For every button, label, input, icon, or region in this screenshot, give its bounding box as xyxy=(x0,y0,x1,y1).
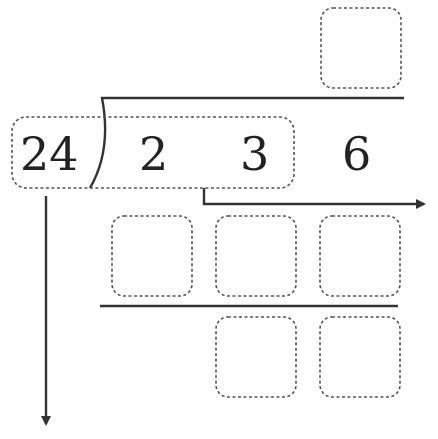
product-box-2[interactable] xyxy=(215,215,297,297)
product-box-1[interactable] xyxy=(111,215,193,297)
dividend-digit-2: 3 xyxy=(240,127,269,181)
dividend-digit-1: 2 xyxy=(139,127,168,181)
product-box-3[interactable] xyxy=(319,215,401,297)
dividend-digit-3: 6 xyxy=(342,127,371,181)
quotient-answer-box[interactable] xyxy=(320,7,402,89)
arrow-right-icon xyxy=(202,188,426,209)
divisor-text: 24 xyxy=(20,127,79,181)
division-bracket xyxy=(88,96,404,189)
remainder-box-1[interactable] xyxy=(215,316,297,398)
grouping-dashed-outline xyxy=(11,116,295,189)
remainder-box-2[interactable] xyxy=(319,316,401,398)
